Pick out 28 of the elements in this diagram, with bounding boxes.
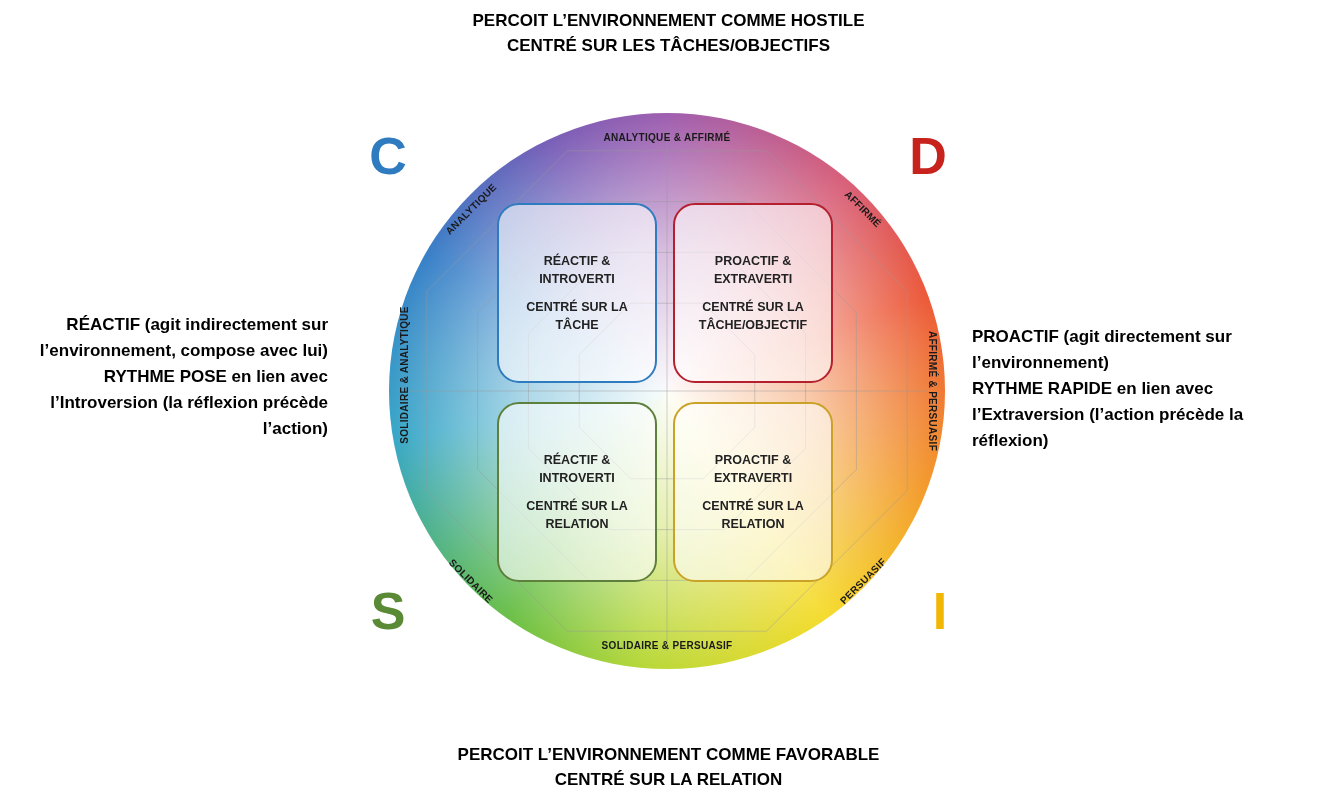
card-text: PROACTIF & EXTRAVERTI bbox=[712, 253, 794, 288]
card-text: CENTRÉ SUR LA RELATION bbox=[525, 497, 629, 533]
quadrant-letter: D bbox=[909, 130, 947, 182]
quadrant-card bbox=[673, 402, 833, 582]
side-text: PROACTIF (agit directement sur l’environnement) bbox=[972, 326, 1233, 374]
wheel-label: SOLIDAIRE & ANALYTIQUE bbox=[397, 306, 411, 444]
quadrant-letter: C bbox=[369, 130, 407, 182]
card-text: CENTRÉ SUR LA RELATION bbox=[701, 497, 805, 533]
quadrant-card bbox=[673, 203, 833, 383]
side-text: RÉACTIF (agit indirectement sur l’environnement, compose avec lui) bbox=[38, 314, 328, 362]
card-text: CENTRÉ SUR LA TÂCHE/OBJECTIF bbox=[697, 298, 809, 334]
card-text: CENTRÉ SUR LA TÂCHE bbox=[525, 298, 629, 334]
quadrant-card bbox=[497, 402, 657, 582]
card-text: RÉACTIF & INTROVERTI bbox=[538, 451, 616, 487]
wheel-label: SOLIDAIRE & PERSUASIF bbox=[601, 638, 733, 653]
wheel-label: ANALYTIQUE & AFFIRMÉ bbox=[603, 130, 731, 145]
card-text: RÉACTIF & INTROVERTI bbox=[538, 252, 616, 288]
quadrant-card bbox=[497, 203, 657, 383]
heading-text: CENTRÉ SUR LES TÂCHES/OBJECTIFS bbox=[506, 35, 830, 57]
card-text: PROACTIF & EXTRAVERTI bbox=[712, 452, 794, 487]
quadrant-letter: S bbox=[370, 585, 406, 637]
side-text: RYTHME POSE en lien avec l’Introversion (la réflexion précède l’action) bbox=[49, 366, 328, 440]
side-text: RYTHME RAPIDE en lien avec l’Extraversion (l’action précède la réflexion) bbox=[972, 378, 1245, 452]
footer-text: PERCOIT L’ENVIRONNEMENT COMME FAVORABLE bbox=[457, 744, 880, 766]
heading-text: PERCOIT L’ENVIRONNEMENT COMME HOSTILE bbox=[472, 10, 865, 32]
footer-text: CENTRÉ SUR LA RELATION bbox=[554, 769, 783, 791]
quadrant-letter: I bbox=[932, 585, 948, 637]
wheel-label: AFFIRMÉ & PERSUASIF bbox=[925, 330, 940, 452]
